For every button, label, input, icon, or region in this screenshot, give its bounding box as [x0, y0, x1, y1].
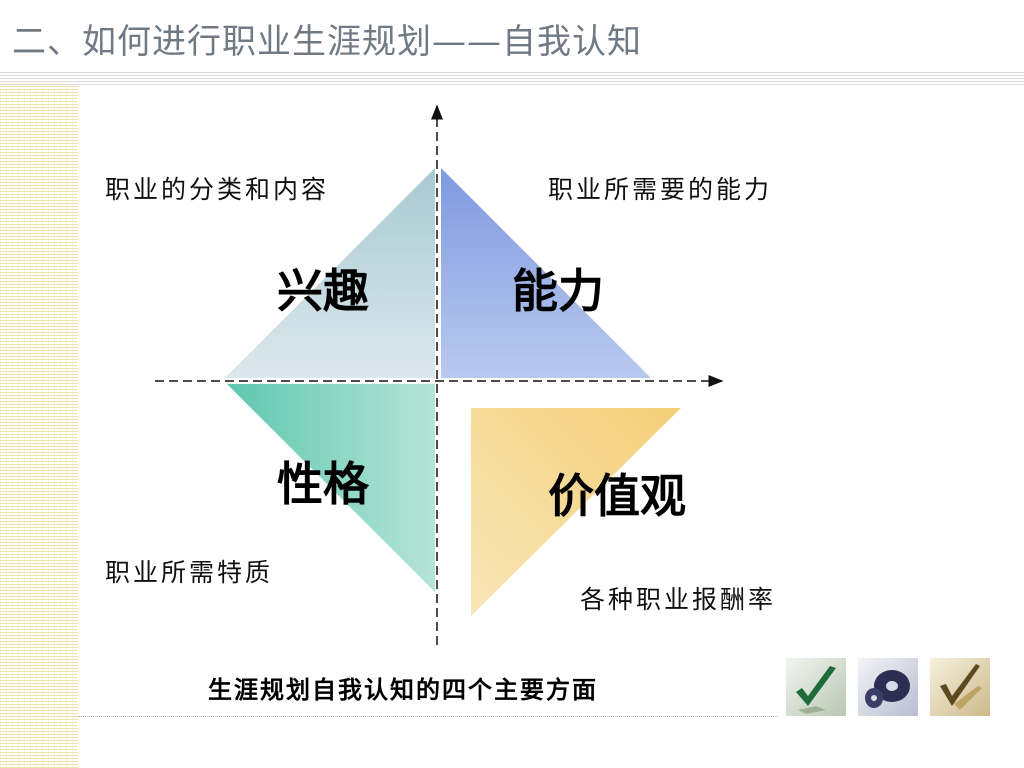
- quadrant-personality: [227, 384, 435, 592]
- checkmark-icon: [786, 658, 846, 716]
- quadrant-values: [471, 408, 681, 616]
- bottom-rule: [78, 716, 778, 717]
- diagram-caption: 生涯规划自我认知的四个主要方面: [208, 675, 598, 704]
- label-interest: 职业的分类和内容: [105, 175, 330, 204]
- checkmark-gold-icon: [930, 658, 990, 716]
- quadrant-ability: [441, 168, 651, 378]
- disc-icon: [858, 658, 918, 716]
- quadrant-interest: [225, 168, 435, 378]
- label-values: 各种职业报酬率: [580, 585, 777, 614]
- title-personality: 性格: [277, 457, 369, 511]
- title-values: 价值观: [548, 469, 686, 523]
- title-rule: [0, 72, 1024, 86]
- side-stripe: [0, 86, 78, 768]
- label-ability: 职业所需要的能力: [548, 175, 773, 204]
- title-interest: 兴趣: [277, 264, 369, 318]
- slide-title: 二、如何进行职业生涯规划——自我认知: [12, 22, 642, 62]
- title-ability: 能力: [512, 264, 604, 318]
- label-personality: 职业所需特质: [105, 558, 274, 587]
